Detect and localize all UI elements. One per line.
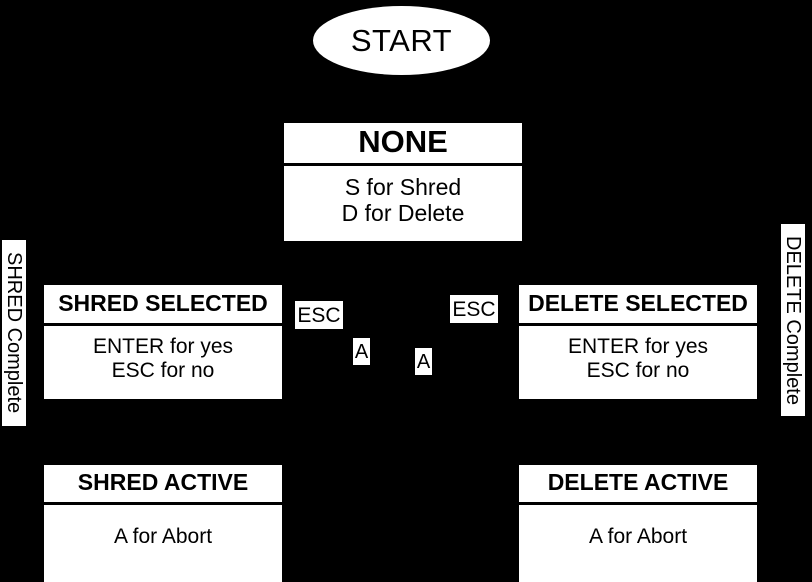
state-none-body-line-2: D for Delete (341, 199, 465, 226)
state-node-none[interactable]: NONE S for Shred D for Delete (284, 123, 522, 241)
state-delete-selected-body-line-1: ENTER for yes (567, 335, 709, 358)
transition-label-esc-left: ESC (295, 301, 343, 329)
state-delete-selected-body-line-2: ESC for no (586, 358, 690, 382)
state-shred-selected-body: ENTER for yes ESC for no (44, 326, 282, 399)
state-shred-active-body-line-1: A for Abort (113, 525, 213, 548)
state-none-title: NONE (284, 123, 522, 166)
state-shred-selected-body-line-1: ENTER for yes (92, 335, 234, 358)
state-delete-selected-title: DELETE SELECTED (519, 285, 757, 326)
state-delete-active-title: DELETE ACTIVE (519, 465, 757, 505)
start-node-label: START (350, 23, 453, 58)
state-delete-active-body-line-1: A for Abort (588, 525, 688, 548)
transition-label-abort-left: A (353, 338, 370, 365)
state-node-delete-selected[interactable]: DELETE SELECTED ENTER for yes ESC for no (519, 285, 757, 399)
transition-label-abort-right: A (415, 348, 432, 375)
transition-label-delete-complete: DELETE Complete (781, 224, 805, 416)
state-node-shred-active[interactable]: SHRED ACTIVE A for Abort (44, 465, 282, 582)
state-shred-selected-title: SHRED SELECTED (44, 285, 282, 326)
state-shred-active-body: A for Abort (44, 505, 282, 582)
state-delete-active-body: A for Abort (519, 505, 757, 582)
start-node[interactable]: START (313, 6, 490, 75)
state-node-delete-active[interactable]: DELETE ACTIVE A for Abort (519, 465, 757, 582)
state-none-body-line-1: S for Shred (344, 174, 462, 200)
state-shred-active-title: SHRED ACTIVE (44, 465, 282, 505)
state-shred-selected-body-line-2: ESC for no (111, 358, 215, 382)
state-delete-selected-body: ENTER for yes ESC for no (519, 326, 757, 399)
transition-label-esc-right: ESC (450, 295, 498, 323)
state-none-body: S for Shred D for Delete (284, 166, 522, 241)
state-node-shred-selected[interactable]: SHRED SELECTED ENTER for yes ESC for no (44, 285, 282, 399)
transition-label-shred-complete: SHRED Complete (2, 240, 26, 426)
